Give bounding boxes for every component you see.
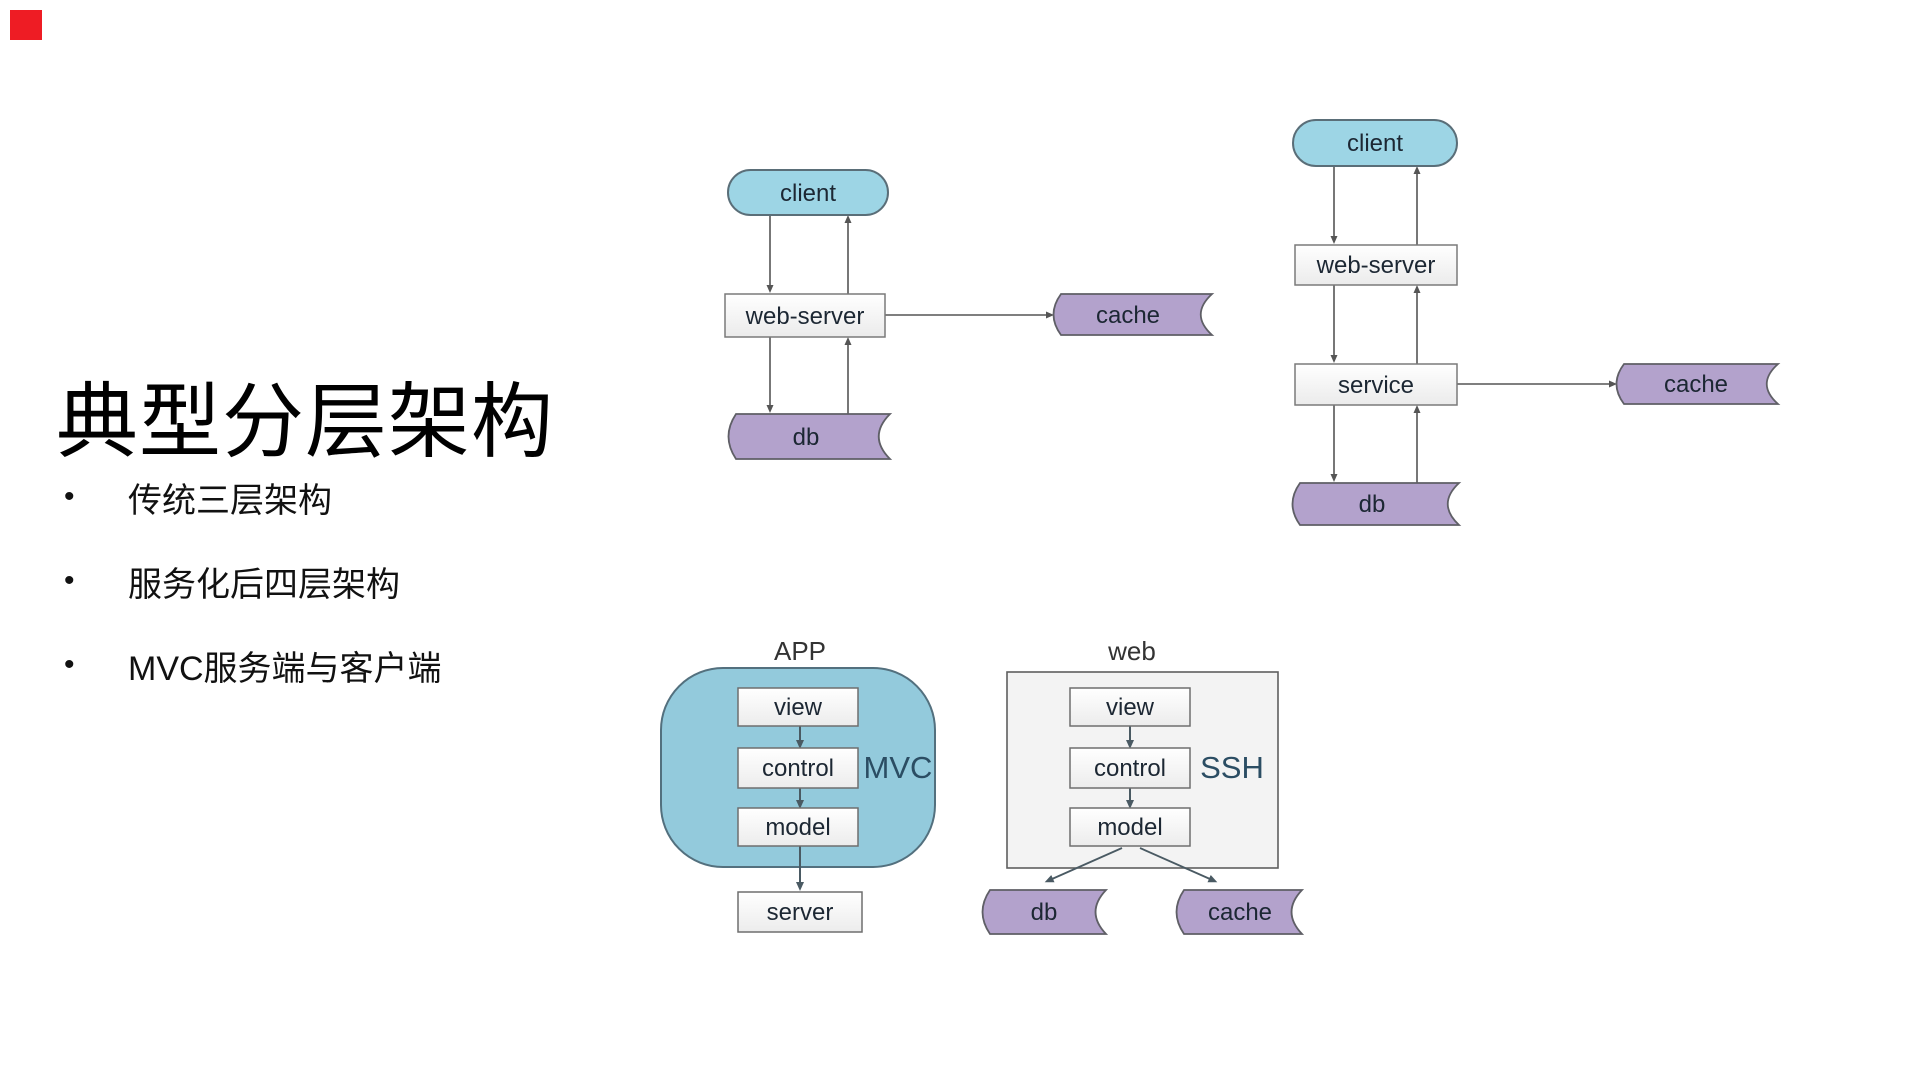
db-node-label: db <box>1359 491 1386 518</box>
cache-node-label: cache <box>1664 371 1728 398</box>
server-node-label: server <box>767 899 834 926</box>
bullet-item-mvc: • MVC服务端与客户端 <box>64 623 442 707</box>
cache-node-label: cache <box>1096 302 1160 329</box>
client-node <box>727 169 889 216</box>
control-node <box>737 747 859 789</box>
web-server-node-label: web-server <box>1316 252 1436 279</box>
arrow-model-to-db <box>1044 847 1123 883</box>
view-node <box>737 687 859 727</box>
db-node <box>727 413 893 460</box>
db-node <box>981 889 1109 935</box>
server-node <box>737 891 863 933</box>
cache-node <box>1175 889 1305 935</box>
model-node <box>737 807 859 847</box>
db-node-label: db <box>793 424 820 451</box>
mvc-pattern-label: MVC <box>864 750 933 785</box>
model-node <box>1069 807 1191 847</box>
bullet-dot: • <box>64 648 75 681</box>
service-node-label: service <box>1338 372 1414 399</box>
control-node <box>1069 747 1191 789</box>
web-group-label: web <box>1107 636 1156 666</box>
db-node <box>1291 482 1462 526</box>
ssh-pattern-label: SSH <box>1200 750 1264 785</box>
web-server-node <box>724 293 886 338</box>
diagram-app-mvc: APP view control MVC model server <box>660 636 936 933</box>
db-node-label: db <box>1031 899 1058 926</box>
arrow-model-to-cache <box>1139 847 1218 883</box>
app-group-label: APP <box>774 636 826 666</box>
service-node <box>1294 363 1458 406</box>
model-node-label: model <box>765 814 830 841</box>
client-node-label: client <box>780 180 836 207</box>
bullet-label: 服务化后四层架构 <box>128 565 400 604</box>
model-node-label: model <box>1097 814 1162 841</box>
web-server-node <box>1294 244 1458 286</box>
bullet-label: 传统三层架构 <box>128 481 332 520</box>
diagram-four-tier: client web-server service db cache <box>1291 119 1781 526</box>
view-node <box>1069 687 1191 727</box>
view-node-label: view <box>774 694 823 721</box>
cache-node <box>1052 293 1215 336</box>
view-node-label: view <box>1106 694 1155 721</box>
bullet-item-traditional: • 传统三层架构 <box>64 455 442 539</box>
slide-title: 典型分层架构 <box>56 376 555 468</box>
control-node-label: control <box>1094 755 1166 782</box>
red-corner-marker <box>10 10 42 40</box>
bullet-label: MVC服务端与客户端 <box>128 649 442 688</box>
diagram-web-ssh: web view control SSH model db cache <box>981 636 1305 935</box>
bullet-dot: • <box>64 564 75 597</box>
bullet-list: • 传统三层架构 • 服务化后四层架构 • MVC服务端与客户端 <box>64 455 442 707</box>
cache-node-label: cache <box>1208 899 1272 926</box>
bullet-item-four-layer: • 服务化后四层架构 <box>64 539 442 623</box>
client-node-label: client <box>1347 130 1403 157</box>
cache-node <box>1615 363 1781 405</box>
bullet-dot: • <box>64 480 75 513</box>
diagram-three-tier: client web-server db cache <box>724 169 1215 460</box>
web-server-node-label: web-server <box>745 303 865 330</box>
client-node <box>1292 119 1458 167</box>
control-node-label: control <box>762 755 834 782</box>
